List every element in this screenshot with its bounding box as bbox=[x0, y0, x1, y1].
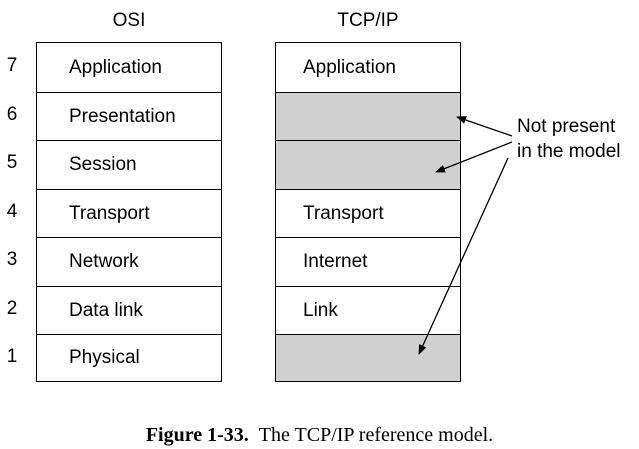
tcpip-stack: Application Transport Internet Link bbox=[275, 42, 461, 382]
tcpip-column-title: TCP/IP bbox=[337, 10, 399, 31]
osi-layer-presentation: Presentation bbox=[37, 92, 221, 140]
osi-layer-data-link: Data link bbox=[37, 286, 221, 334]
arrow-to-physical-gap bbox=[418, 157, 509, 355]
osi-layer-transport: Transport bbox=[37, 189, 221, 237]
figure-caption-text: The TCP/IP reference model. bbox=[258, 424, 494, 446]
figure-label: Figure 1-33. bbox=[145, 424, 249, 446]
layer-number: 4 bbox=[6, 201, 18, 222]
layer-number: 6 bbox=[6, 104, 18, 125]
layer-number: 3 bbox=[6, 249, 18, 270]
osi-stack: Application Presentation Session Transpo… bbox=[36, 42, 222, 382]
osi-layer-application: Application bbox=[69, 56, 162, 78]
tcpip-layer-link: Link bbox=[276, 286, 460, 334]
tcpip-layer-not-present bbox=[276, 140, 460, 189]
annotation-line-1: Not present bbox=[517, 116, 616, 137]
arrow-to-presentation-gap bbox=[456, 116, 513, 137]
tcpip-layer-not-present bbox=[276, 334, 460, 381]
layer-number: 2 bbox=[6, 298, 18, 319]
tcpip-layer-transport: Transport bbox=[276, 189, 460, 237]
layer-number: 5 bbox=[6, 152, 18, 173]
osi-layer-network: Network bbox=[37, 237, 221, 286]
tcpip-layer-application: Application bbox=[303, 56, 396, 78]
osi-layer-physical: Physical bbox=[37, 334, 221, 381]
tcpip-layer-not-present bbox=[276, 92, 460, 140]
figure-caption: Figure 1-33. The TCP/IP reference model. bbox=[0, 424, 639, 446]
arrow-to-session-gap bbox=[435, 141, 513, 173]
layer-number: 7 bbox=[6, 55, 18, 76]
tcpip-layer-internet: Internet bbox=[276, 237, 460, 286]
annotation-line-2: in the model bbox=[517, 141, 621, 162]
not-present-annotation: Not present in the model bbox=[517, 114, 621, 164]
osi-column-title: OSI bbox=[112, 10, 146, 31]
osi-layer-session: Session bbox=[37, 140, 221, 189]
layer-number: 1 bbox=[6, 346, 18, 367]
